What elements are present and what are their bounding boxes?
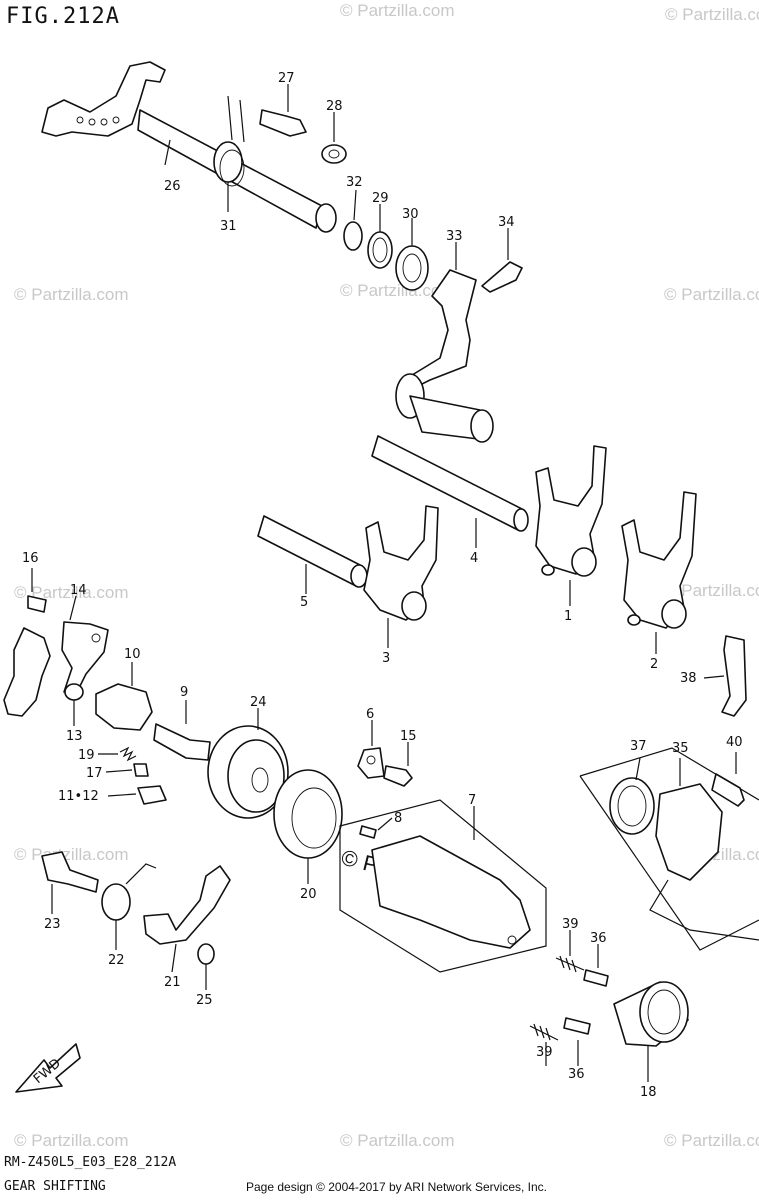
callout-36a: 36 <box>590 931 607 946</box>
callout-6: 6 <box>366 707 374 722</box>
part-39-spring-b <box>529 1023 559 1066</box>
part-25-washer <box>197 943 215 990</box>
callout-1: 1 <box>564 609 572 624</box>
callout-24: 24 <box>250 695 267 710</box>
part-6-cam-stopper <box>357 720 385 779</box>
part-1-shift-fork <box>535 445 607 606</box>
callout-7: 7 <box>468 793 476 808</box>
part-32-circlip <box>343 189 363 251</box>
part-22-spring <box>101 863 157 950</box>
callout-23: 23 <box>44 917 61 932</box>
callout-16: 16 <box>22 551 39 566</box>
callout-38: 38 <box>680 671 697 686</box>
watermark: © Partzilla.com <box>664 581 759 600</box>
callout-33: 33 <box>446 229 463 244</box>
callout-31: 31 <box>220 219 237 234</box>
watermark: © Partzilla.com <box>14 285 129 304</box>
part-4-fork-shaft <box>371 435 529 548</box>
part-24-gearshift-cam-gear <box>207 708 289 819</box>
part-9-bolt <box>153 700 211 761</box>
part-34-bolt <box>481 228 523 293</box>
part-17-pin <box>105 763 149 777</box>
part-39-spring-a <box>555 930 585 973</box>
callout-30: 30 <box>402 207 419 222</box>
callout-10: 10 <box>124 647 141 662</box>
callout-35: 35 <box>672 741 689 756</box>
callout-5: 5 <box>300 595 308 610</box>
figure-title: FIG.212A <box>6 4 120 29</box>
callout-18: 18 <box>640 1085 657 1100</box>
credit-line: Page design © 2004-2017 by ARI Network S… <box>246 1180 548 1194</box>
callout-39a: 39 <box>562 917 579 932</box>
callout-17: 17 <box>86 766 103 781</box>
part-23-bolt <box>41 851 99 914</box>
watermark: © Partzilla.com <box>664 285 759 304</box>
callout-27: 27 <box>278 71 295 86</box>
callout-28: 28 <box>326 99 343 114</box>
callout-39b: 39 <box>536 1045 553 1060</box>
part-14-stopper-plate <box>3 595 109 717</box>
callout-15: 15 <box>400 729 417 744</box>
part-2-shift-fork <box>621 491 697 654</box>
part-11-12-pawl <box>107 785 167 805</box>
watermark: © Partzilla.com <box>14 1131 129 1150</box>
part-20-bearing <box>273 769 343 884</box>
part-10-cam-driven-gear <box>95 662 153 731</box>
part-13-washer <box>64 683 84 726</box>
callout-37: 37 <box>630 739 647 754</box>
watermark: © Partzilla.com <box>664 1131 759 1150</box>
part-28-washer <box>321 112 347 164</box>
callout-14: 14 <box>70 583 87 598</box>
watermark: © Partzilla.com <box>340 1 455 20</box>
watermark: © Partzilla.com <box>14 845 129 864</box>
callout-8: 8 <box>394 811 402 826</box>
part-5-fork-shaft <box>257 515 368 594</box>
callout-labels: 1 2 3 4 5 6 7 8 9 10 11•12 13 14 15 16 1… <box>22 71 743 1100</box>
callout-34: 34 <box>498 215 515 230</box>
callout-3: 3 <box>382 651 390 666</box>
watermark: © Partzilla.com <box>340 281 455 300</box>
watermark: © Partzilla.com <box>14 583 129 602</box>
section-name: GEAR SHIFTING <box>4 1179 106 1194</box>
part-27-stopper-bolt <box>259 84 307 137</box>
watermark: © Partzilla.com <box>665 5 759 24</box>
part-30-oil-seal <box>395 218 429 291</box>
callout-20: 20 <box>300 887 317 902</box>
part-36-pin-b <box>563 1017 591 1066</box>
callout-22: 22 <box>108 953 125 968</box>
part-19-spring <box>98 746 137 762</box>
part-16-screw <box>27 568 47 613</box>
part-35-37-40-group <box>579 747 759 951</box>
watermark: © Partzilla.com <box>340 1131 455 1150</box>
part-15-screw <box>383 742 413 787</box>
part-33-gearshift-lever <box>395 242 494 443</box>
callout-4: 4 <box>470 551 478 566</box>
callout-26: 26 <box>164 179 181 194</box>
part-36-pin-a <box>583 944 609 987</box>
callout-36b: 36 <box>568 1067 585 1082</box>
callout-11-12: 11•12 <box>58 789 99 804</box>
callout-32: 32 <box>346 175 363 190</box>
part-18-needle-bearing <box>613 981 689 1082</box>
callout-25: 25 <box>196 993 213 1008</box>
callout-13: 13 <box>66 729 83 744</box>
callout-21: 21 <box>164 975 181 990</box>
part-31-return-spring <box>213 95 245 212</box>
callout-2: 2 <box>650 657 658 672</box>
callout-29: 29 <box>372 191 389 206</box>
part-21-gearshift-arm <box>143 865 231 973</box>
part-7-gearshift-cam-box <box>339 799 547 973</box>
part-3-shift-fork <box>363 505 439 648</box>
model-code: RM-Z450L5_E03_E28_212A <box>4 1155 177 1170</box>
callout-9: 9 <box>180 685 188 700</box>
part-38-clamp <box>703 635 747 717</box>
part-29-washer <box>367 204 393 269</box>
fwd-arrow: FWD <box>15 1043 81 1093</box>
part-26-gearshift-shaft <box>41 61 337 233</box>
callout-19: 19 <box>78 748 95 763</box>
callout-40: 40 <box>726 735 743 750</box>
